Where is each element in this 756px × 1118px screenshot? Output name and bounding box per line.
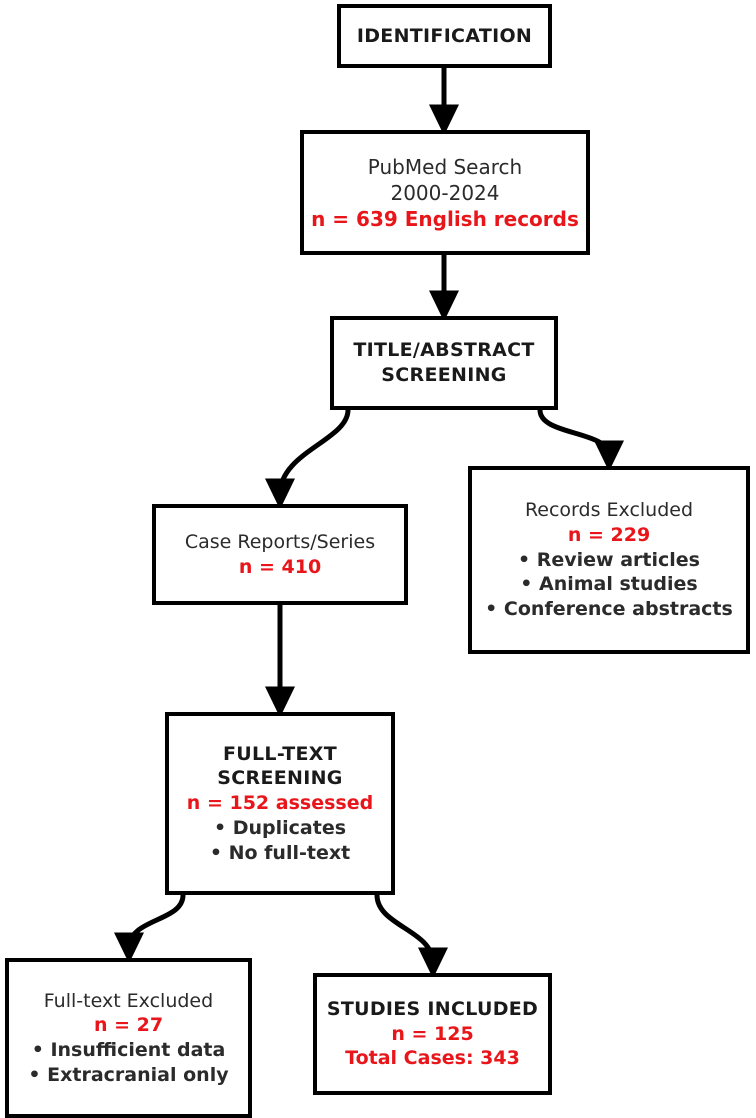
node-records-excluded-line-1: Records Excluded: [524, 499, 694, 522]
node-fulltext-excluded-line-1: Full-text Excluded: [43, 989, 214, 1012]
node-identification-line-1: IDENTIFICATION: [356, 24, 533, 47]
node-identification[interactable]: IDENTIFICATION: [337, 4, 552, 68]
node-studies-included-line-2: n = 125: [391, 1022, 474, 1045]
node-fulltext-screening-line-5: • No full-text: [209, 841, 351, 864]
node-fulltext-excluded-line-2: n = 27: [93, 1014, 164, 1037]
connector-title-abstract-to-records-excluded: [537, 409, 624, 472]
node-fulltext-excluded-line-3: • Insufficient data: [31, 1039, 226, 1061]
node-studies-included-line-1: STUDIES INCLUDED: [326, 997, 539, 1020]
node-fulltext-screening-line-4: • Duplicates: [213, 816, 347, 839]
connector-title-abstract-to-case-reports: [265, 409, 351, 510]
node-title-abstract-screening-line-2: SCREENING: [381, 364, 507, 386]
node-studies-included-line-3: Total Cases: 343: [345, 1047, 520, 1070]
node-title-abstract-screening-line-1: TITLE/ABSTRACT: [353, 339, 535, 362]
node-fulltext-screening-line-2: SCREENING: [217, 767, 343, 790]
node-fulltext-screening-line-3: n = 152 assessed: [186, 792, 374, 815]
node-pubmed-search-line-3: n = 639 English records: [311, 206, 579, 231]
node-pubmed-search-line-2: 2000-2024: [390, 180, 500, 205]
connector-fulltext-screening-to-studies-included: [374, 894, 448, 979]
node-records-excluded-line-5: • Conference abstracts: [485, 598, 733, 621]
node-records-excluded-line-2: n = 229: [567, 523, 651, 546]
node-pubmed-search-line-1: PubMed Search: [367, 154, 523, 179]
node-records-excluded-line-3: • Review articles: [518, 548, 700, 571]
node-case-reports-series-line-2: n = 410: [238, 555, 322, 578]
node-records-excluded-line-4: • Animal studies: [520, 573, 698, 596]
node-fulltext-excluded-line-4: • Extracranial only: [28, 1063, 229, 1086]
node-fulltext-screening-line-1: FULL-TEXT: [223, 742, 337, 765]
connector-fulltext-screening-to-fulltext-excluded: [114, 894, 186, 964]
node-case-reports-series-line-1: Case Reports/Series: [184, 530, 376, 553]
